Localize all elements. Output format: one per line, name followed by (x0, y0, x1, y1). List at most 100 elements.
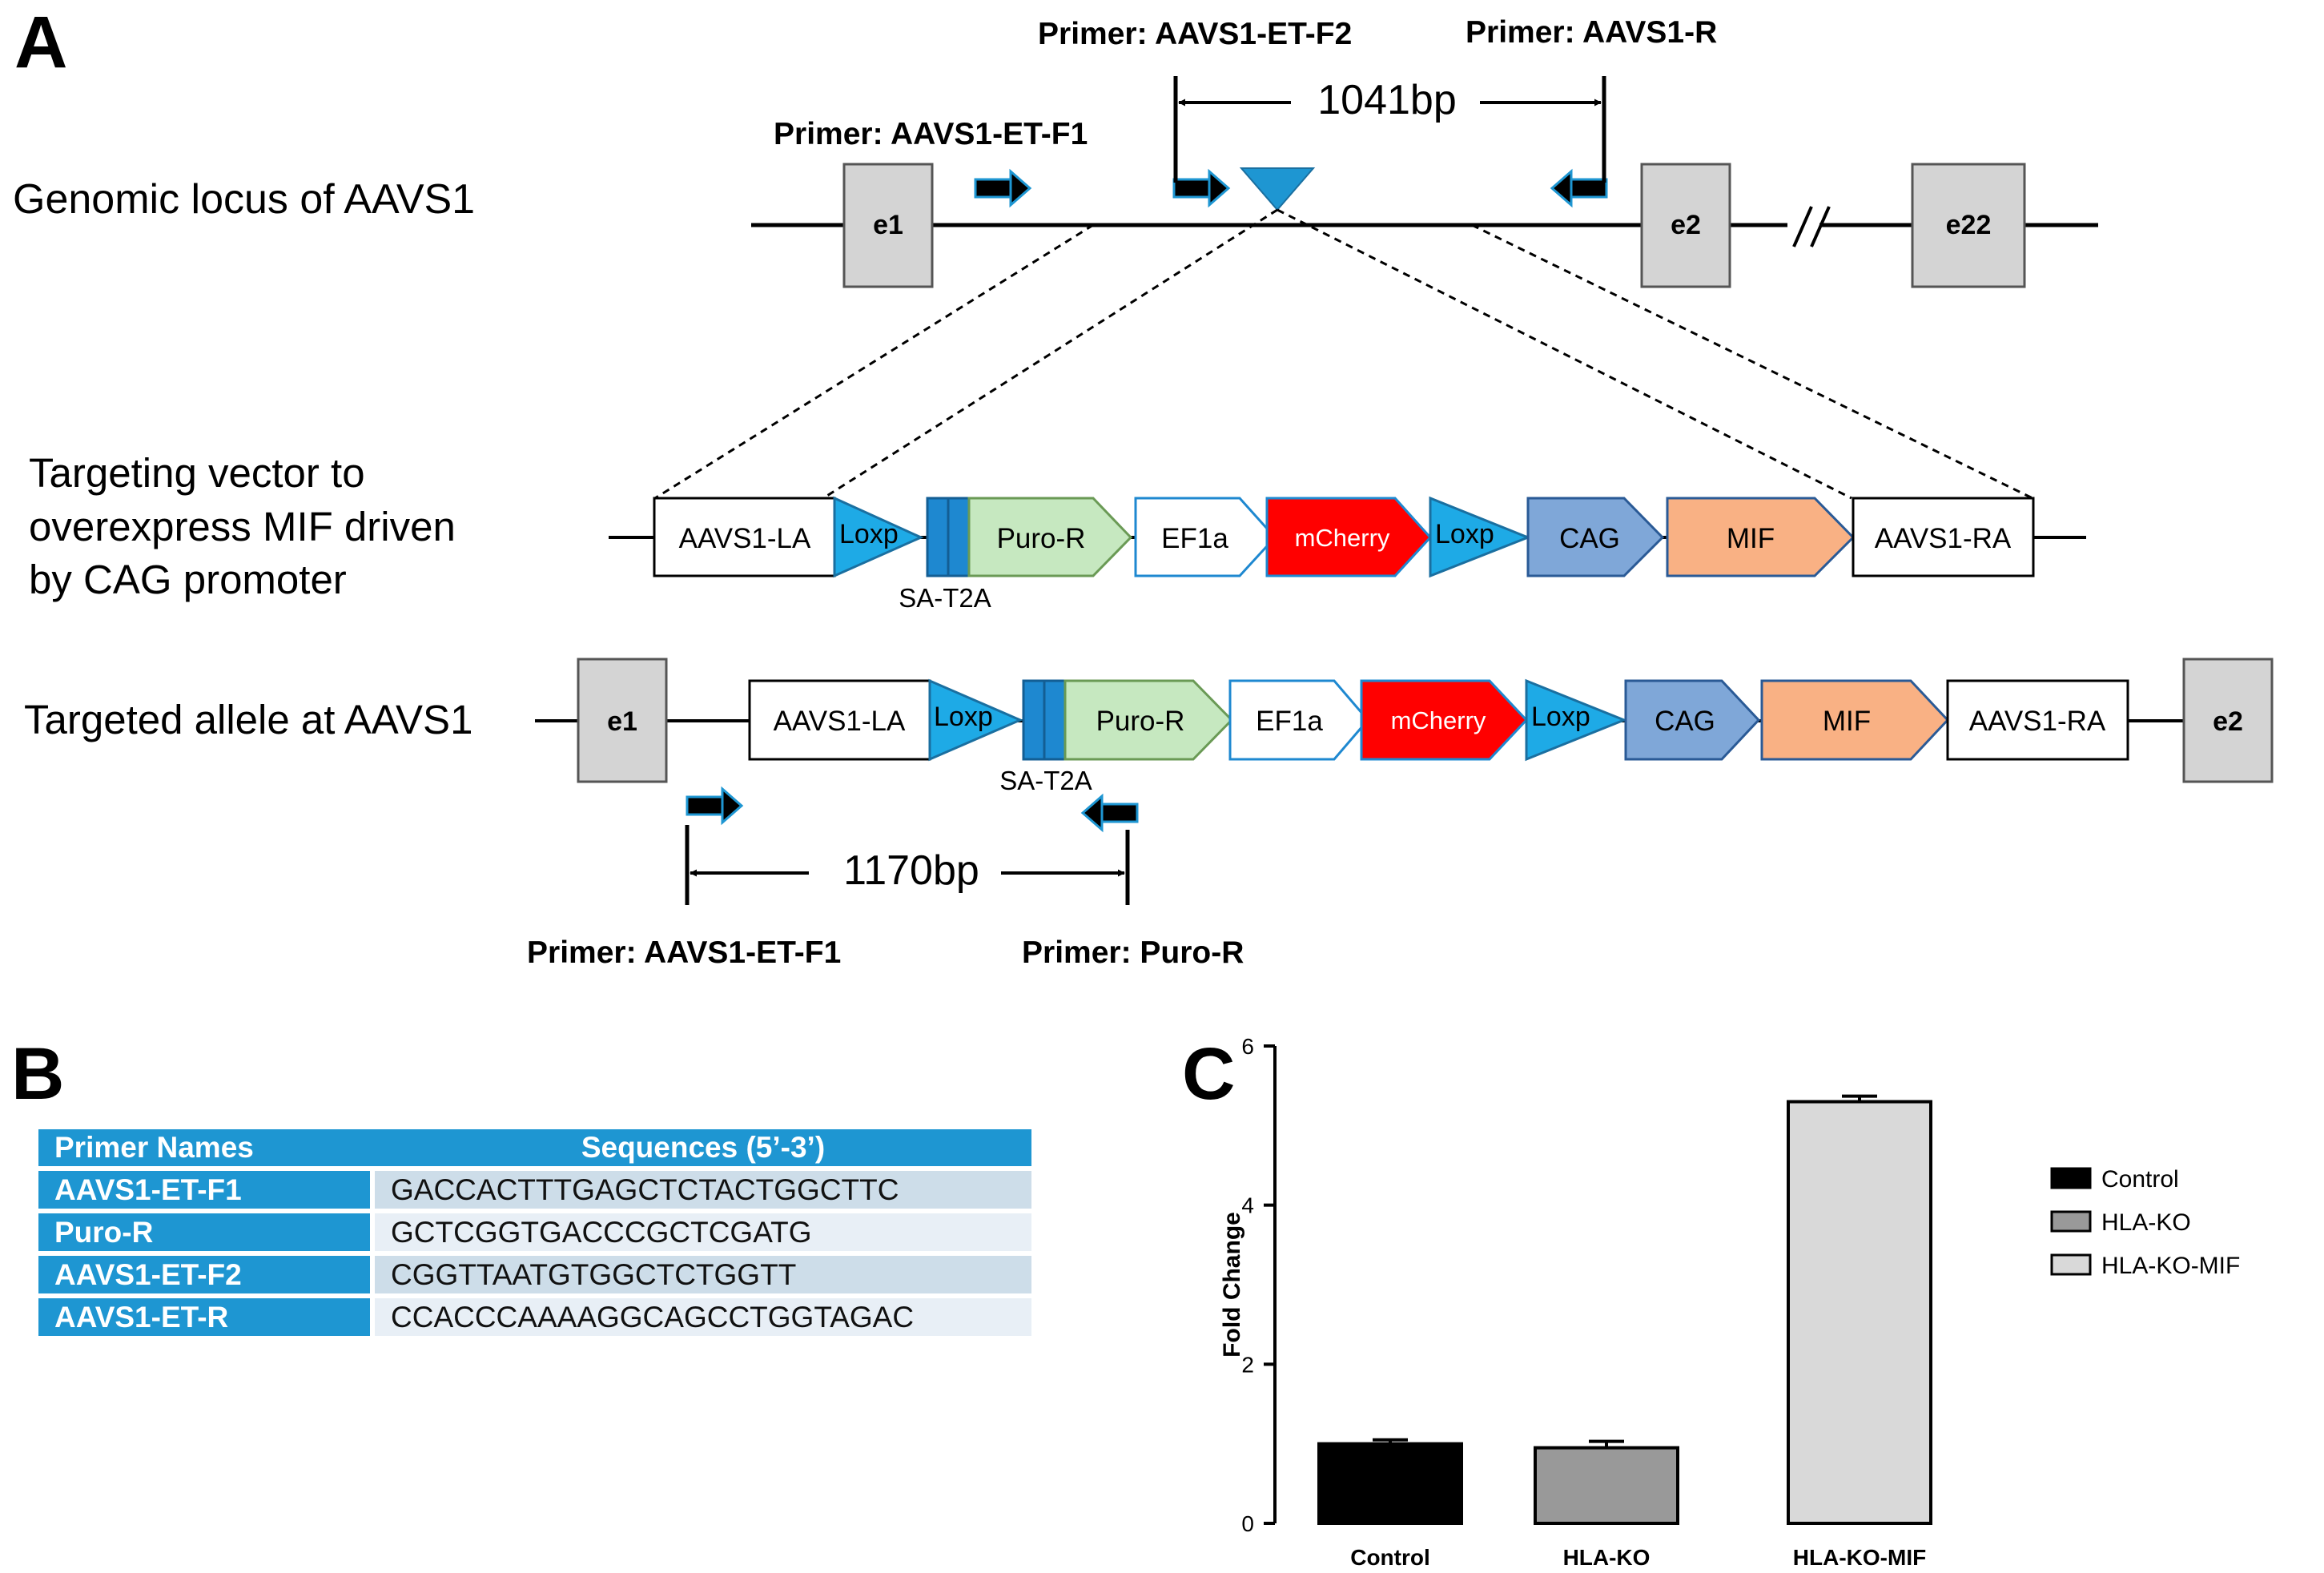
x-tick-label: HLA-KO-MIF (1793, 1545, 1926, 1570)
allele-aavs1-ra-label: AAVS1-RA (1969, 706, 2106, 737)
legend-swatch (2050, 1167, 2092, 1189)
allele-puro-r-label: Puro-R (1096, 706, 1185, 737)
vector-loxp-2-label: Loxp (1435, 519, 1494, 549)
allele-aavs1-la (748, 679, 931, 761)
allele-puro-r (1063, 679, 1234, 761)
exon-e1-label: e1 (873, 210, 903, 240)
allele-cag-label: CAG (1655, 706, 1715, 737)
allele-ef1a-label: EF1a (1256, 706, 1323, 737)
bar-hla-ko-mif (1787, 1100, 1932, 1525)
y-tick-label: 6 (1241, 1034, 1254, 1059)
vector-label-line-1: Targeting vector to (29, 450, 365, 496)
primer-table: Primer Names Sequences (5’-3’) AAVS1-ET-… (38, 1124, 1031, 1341)
vector-aavs1-la-label: AAVS1-LA (679, 523, 811, 554)
bar-control (1317, 1442, 1463, 1525)
header-primer-names: Primer Names (38, 1129, 375, 1166)
primer-name: AAVS1-ET-F1 (38, 1171, 375, 1209)
panel-c-label: C (1182, 1033, 1235, 1115)
allele-primer-f-label: Primer: AAVS1-ET-F1 (527, 935, 841, 970)
allele-aavs1-la-label: AAVS1-LA (774, 706, 906, 737)
primer-r-arrow (1550, 168, 1608, 208)
vector-label-line-3: by CAG promoter (29, 557, 347, 602)
primer-row: AAVS1-ET-R CCACCCAAAAGGCAGCCTGGTAGAC (38, 1298, 1031, 1336)
vector-aavs1-ra-label: AAVS1-RA (1875, 523, 2012, 554)
primer-f2-label: Primer: AAVS1-ET-F2 (1038, 17, 1352, 51)
exon-e2-label: e2 (1671, 210, 1701, 240)
y-axis-label: Fold Change (1219, 1212, 1245, 1358)
primer-name: AAVS1-ET-R (38, 1298, 375, 1336)
vector-ef1a-label: EF1a (1161, 523, 1228, 554)
vector-puro-r (967, 497, 1133, 577)
break-mark (1810, 206, 1831, 247)
primer-f1-label: Primer: AAVS1-ET-F1 (774, 117, 1088, 151)
dashed-connector (654, 223, 1094, 500)
primer-f2-arrow (1172, 168, 1231, 208)
vector-mcherry-label: mCherry (1295, 524, 1390, 552)
legend-swatch (2050, 1253, 2092, 1276)
primer-sequence: GCTCGGTGACCCGCTCGATG (375, 1213, 1031, 1251)
vector-cag (1526, 497, 1665, 577)
allele-exon-e2-label: e2 (2213, 706, 2243, 737)
amplicon-1041-label: 1041bp (1317, 77, 1457, 123)
exon-e1 (842, 163, 934, 288)
bar-hla-ko (1534, 1446, 1679, 1525)
allele-mif (1760, 679, 1950, 761)
primer-sequence: GACCACTTTGAGCTCTACTGGCTTC (375, 1171, 1031, 1209)
primer-row: AAVS1-ET-F1 GACCACTTTGAGCTCTACTGGCTTC (38, 1171, 1031, 1209)
primer-row: AAVS1-ET-F2 CGGTTAATGTGGCTCTGGTT (38, 1256, 1031, 1293)
header-sequences: Sequences (5’-3’) (375, 1129, 1031, 1166)
allele-primer-f-arrow (686, 786, 744, 826)
allele-loxp-1 (928, 678, 1023, 762)
dashed-connector (1471, 223, 2033, 500)
vector-puro-r-label: Puro-R (997, 523, 1086, 554)
vector-loxp-1-label: Loxp (839, 519, 899, 549)
vector-mif (1666, 497, 1856, 577)
primer-sequence: CCACCCAAAAGGCAGCCTGGTAGAC (375, 1298, 1031, 1336)
allele-exon-e1 (577, 658, 668, 783)
primer-table-header: Primer Names Sequences (5’-3’) (38, 1129, 1031, 1166)
allele-mif-label: MIF (1823, 706, 1871, 737)
break-mark (1792, 206, 1813, 247)
legend-label: HLA-KO-MIF (2101, 1253, 2240, 1279)
exon-e2 (1640, 163, 1731, 288)
allele-mcherry (1360, 679, 1529, 761)
exon-e22 (1911, 163, 2026, 288)
vector-label-line-2: overexpress MIF driven (29, 504, 456, 549)
y-tick-label: 4 (1241, 1193, 1254, 1218)
primer-sequence: CGGTTAATGTGGCTCTGGTT (375, 1256, 1031, 1293)
vector-aavs1-ra (1852, 497, 2035, 577)
allele-loxp-1-label: Loxp (934, 702, 993, 732)
legend-swatch (2050, 1210, 2092, 1233)
allele-cag (1624, 679, 1761, 761)
primer-row: Puro-R GCTCGGTGACCCGCTCGATG (38, 1213, 1031, 1251)
allele-row-label: Targeted allele at AAVS1 (24, 697, 472, 742)
genomic-row-label: Genomic locus of AAVS1 (13, 176, 475, 223)
insertion-site-triangle (1239, 167, 1316, 211)
allele-aavs1-ra (1946, 679, 2129, 761)
allele-exon-e2 (2182, 658, 2274, 783)
legend-label: Control (2101, 1166, 2179, 1193)
dashed-connector (1277, 208, 1852, 500)
primer-name: Puro-R (38, 1213, 375, 1251)
vector-mif-label: MIF (1727, 523, 1775, 554)
vector-aavs1-la (653, 497, 836, 577)
primer-r-label: Primer: AAVS1-R (1466, 15, 1717, 50)
y-tick-label: 0 (1241, 1511, 1254, 1536)
vector-loxp-2 (1429, 496, 1532, 578)
primer-f1-arrow (974, 168, 1032, 208)
vector-mcherry (1265, 497, 1433, 577)
exon-e22-label: e22 (1946, 210, 1992, 240)
allele-mcherry-label: mCherry (1391, 706, 1486, 734)
allele-loxp-2-label: Loxp (1531, 702, 1590, 732)
panel-b-label: B (11, 1033, 64, 1115)
primer-name: AAVS1-ET-F2 (38, 1256, 375, 1293)
amplicon-1170-label: 1170bp (843, 847, 979, 894)
allele-primer-r-arrow (1080, 793, 1139, 833)
allele-ef1a (1228, 679, 1369, 761)
allele-loxp-2 (1525, 678, 1628, 762)
panel-a-label: A (14, 2, 67, 83)
vector-loxp-1 (833, 496, 924, 578)
vector-sa-t2a-label: SA-T2A (899, 583, 991, 613)
